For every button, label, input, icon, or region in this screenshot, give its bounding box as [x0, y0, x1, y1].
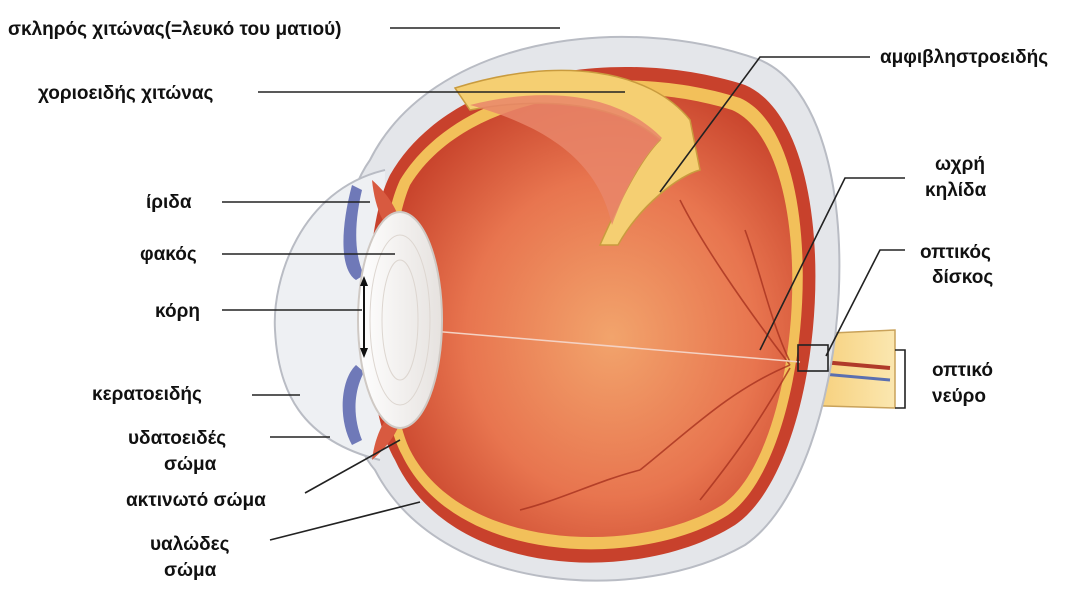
label-aqueous-1: υδατοειδές: [128, 428, 226, 449]
label-iris: ίριδα: [146, 192, 192, 213]
label-ciliary: ακτινωτό σώμα: [126, 490, 266, 511]
label-choroid: χοριοειδής χιτώνας: [38, 83, 214, 104]
label-aqueous-2: σώμα: [164, 454, 217, 475]
label-nerve-1: οπτικό: [932, 360, 993, 381]
label-disc-1: οπτικός: [920, 242, 991, 263]
label-lens: φακός: [140, 244, 197, 265]
label-sclera: σκληρός χιτώνας(=λευκό του ματιού): [8, 19, 342, 40]
label-vitreous-2: σώμα: [164, 560, 217, 581]
lens: [358, 212, 442, 428]
label-disc-2: δίσκος: [932, 267, 993, 288]
label-pupil: κόρη: [155, 301, 200, 322]
label-nerve-2: νεύρο: [932, 386, 986, 407]
label-vitreous-1: υαλώδες: [150, 534, 230, 555]
label-cornea: κερατοειδής: [92, 384, 202, 405]
label-macula-1: ωχρή: [935, 154, 985, 175]
label-macula-2: κηλίδα: [925, 180, 987, 201]
label-retina: αμφιβληστροειδής: [880, 47, 1048, 68]
